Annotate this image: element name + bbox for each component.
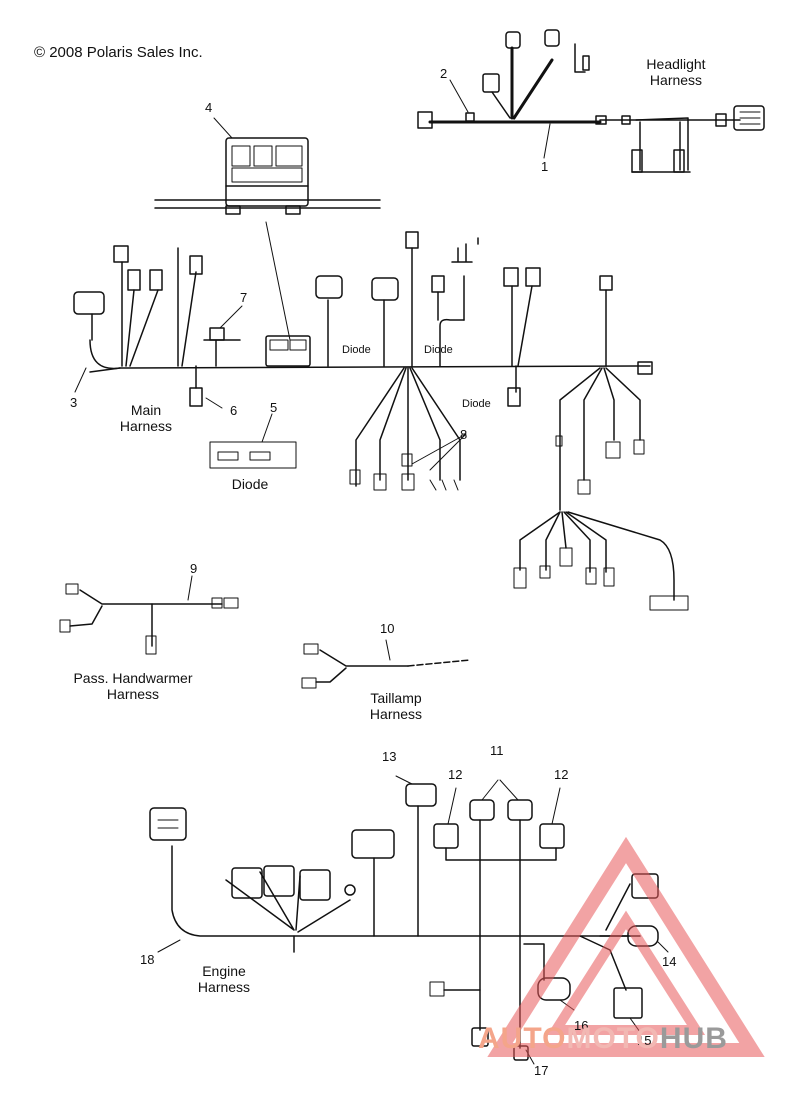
callout-7: 7: [240, 290, 248, 305]
headlight-harness-drawing: [417, 29, 765, 173]
callout-3: 3: [70, 395, 78, 410]
diode-tag: Diode: [462, 398, 491, 410]
diode-detail-label: Diode: [231, 476, 269, 492]
engine-harness-label: Engine Harness: [197, 963, 251, 995]
handwarmer-harness-drawing: [59, 575, 239, 655]
diode-tag: Diode: [424, 344, 453, 356]
callout-2: 2: [440, 66, 448, 81]
taillamp-harness-label: Taillamp Harness: [369, 690, 423, 722]
main-harness-label: Main Harness: [119, 402, 173, 434]
callout-5: 5: [270, 400, 278, 415]
callout-17: 17: [534, 1063, 549, 1078]
watermark-part-1: AUTO: [478, 1022, 567, 1055]
callout-18: 18: [140, 952, 155, 967]
callout-10: 10: [380, 621, 395, 636]
callout-12: 12: [554, 767, 569, 782]
taillamp-harness-drawing: [301, 639, 471, 689]
watermark-part-2: MOTO: [566, 1022, 660, 1055]
handwarmer-harness-label: Pass. Handwarmer Harness: [73, 670, 193, 702]
copyright-notice: © 2008 Polaris Sales Inc.: [34, 44, 203, 61]
watermark-logo-text: AUTOMOTOHUB: [478, 1022, 728, 1056]
callout-13: 13: [382, 749, 397, 764]
diode-tag: Diode: [342, 344, 371, 356]
callout-8: 8: [460, 427, 468, 442]
main-harness-drawing: [73, 231, 689, 611]
callout-9: 9: [190, 561, 198, 576]
relay-box-drawing: [154, 117, 381, 341]
callout-16: 16: [574, 1018, 589, 1033]
callout-15: 15: [637, 1033, 652, 1048]
callout-4: 4: [205, 100, 213, 115]
headlight-harness-label: Headlight Harness: [646, 56, 706, 88]
callout-1: 1: [541, 159, 549, 174]
callout-12: 12: [448, 767, 463, 782]
callout-14: 14: [662, 954, 677, 969]
watermark-part-3: HUB: [659, 1022, 728, 1055]
callout-6: 6: [230, 403, 238, 418]
callout-11: 11: [490, 743, 504, 758]
engine-harness-drawing: [149, 775, 669, 1065]
watermark-triangle: [487, 836, 765, 1057]
